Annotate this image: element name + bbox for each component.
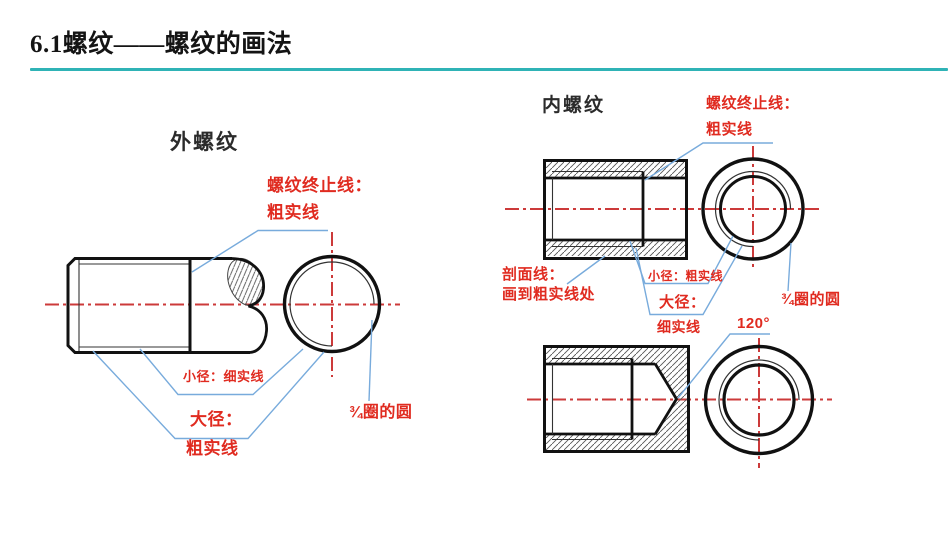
internal-major-dia-note-2: 细实线: [657, 319, 701, 335]
internal-thread-end-view-blind: [703, 344, 815, 456]
internal-thread-end-view-through: [701, 157, 805, 261]
external-end-line-note-1: 螺纹终止线：: [267, 176, 372, 195]
external-thread-side-view: [66, 257, 268, 354]
external-major-dia-note-2: 粗实线: [186, 439, 239, 458]
external-thread-end-view: [282, 254, 382, 354]
external-minor-dia-note: 小径：细实线: [183, 369, 265, 384]
internal-thread-label: 内螺纹: [542, 95, 606, 116]
internal-section-line-note-1: 剖面线：: [502, 266, 565, 283]
internal-thread-section-view-blind: [543, 345, 690, 453]
external-end-line-note-2: 粗实线: [267, 203, 320, 222]
internal-end-line-note-1: 螺纹终止线：: [706, 95, 800, 112]
external-three-quarter-circle-note: ¾圈的圆: [349, 404, 413, 421]
leader-lines: [92, 142, 792, 440]
page-title: 6.1螺纹——螺纹的画法: [30, 31, 293, 58]
internal-drill-angle-note: 120°: [737, 315, 771, 332]
title-divider-line: [30, 68, 948, 71]
internal-section-line-note-2: 画到粗实线处: [502, 286, 596, 303]
centerlines: [45, 146, 832, 468]
external-major-dia-note-1: 大径：: [190, 410, 243, 429]
external-thread-label: 外螺纹: [170, 131, 239, 154]
internal-three-quarter-circle-note: ¾圈的圆: [781, 291, 841, 308]
internal-major-dia-note-1: 大径：: [659, 294, 706, 311]
internal-minor-dia-note: 小径：粗实线: [648, 269, 724, 283]
internal-thread-section-view-through: [543, 159, 688, 260]
internal-end-line-note-2: 粗实线: [706, 121, 753, 138]
